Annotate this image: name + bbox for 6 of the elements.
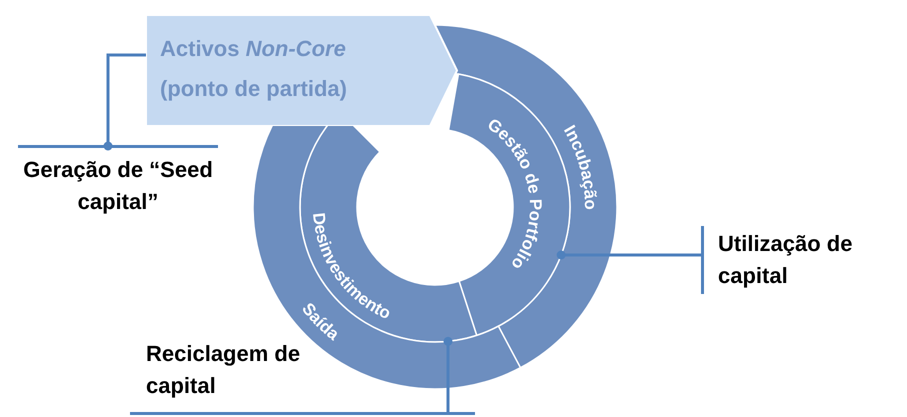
leader-line xyxy=(104,54,146,150)
chevron-arrow-box xyxy=(146,15,458,126)
leader-line xyxy=(444,336,452,413)
leader-line xyxy=(556,250,702,260)
callout-label: Geração de “Seed capital” xyxy=(23,157,213,214)
callout-label: Utilização de capital xyxy=(718,231,852,288)
